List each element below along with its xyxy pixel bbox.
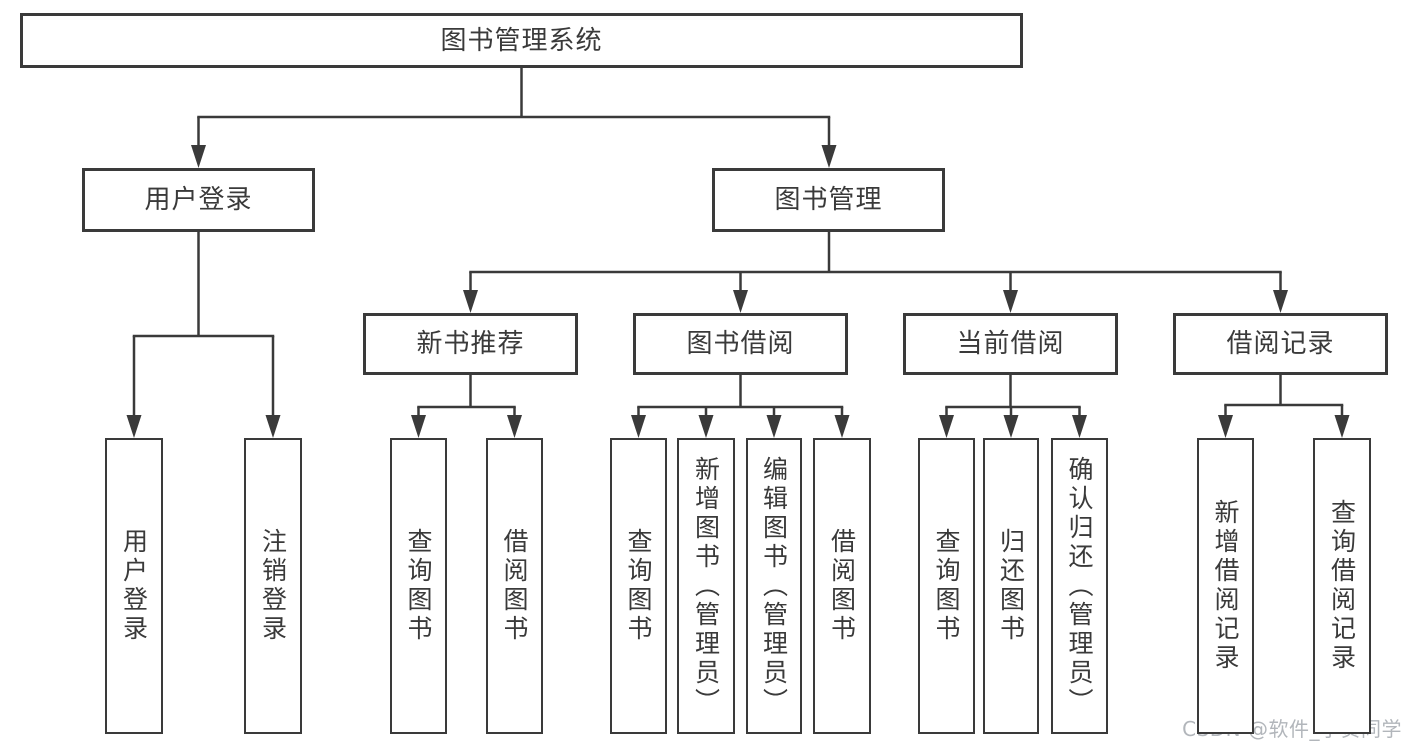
arrowhead-icon xyxy=(766,415,782,438)
connector-new-book-rec-children xyxy=(411,375,522,438)
node-cb-return-book: 归还图书 xyxy=(983,438,1039,734)
node-br-add-record: 新增借阅记录 xyxy=(1197,438,1254,734)
arrowhead-icon xyxy=(821,145,837,168)
node-cb-query-book: 查询图书 xyxy=(918,438,975,734)
arrowhead-icon xyxy=(126,415,142,438)
node-cb-confirm-ret: 确认归还（管理员） xyxy=(1051,438,1108,734)
arrowhead-icon xyxy=(1218,415,1233,438)
arrowhead-icon xyxy=(1334,415,1350,438)
node-bb-borrow-book: 借阅图书 xyxy=(813,438,871,734)
node-root: 图书管理系统 xyxy=(20,13,1023,68)
node-new-book-rec: 新书推荐 xyxy=(363,313,578,375)
arrowhead-icon xyxy=(191,145,206,168)
arrowhead-icon xyxy=(939,415,954,438)
connector-root-to-level2 xyxy=(191,68,837,168)
node-book-borrow: 图书借阅 xyxy=(633,313,848,375)
connector-user-login-children xyxy=(126,232,281,438)
connector-book-borrow-children xyxy=(631,375,850,438)
node-book-mgmt: 图书管理 xyxy=(712,168,945,232)
node-do-logout: 注销登录 xyxy=(244,438,302,734)
node-bb-edit-book: 编辑图书（管理员） xyxy=(746,438,802,734)
connector-current-borrow-children xyxy=(939,375,1087,438)
arrowhead-icon xyxy=(411,415,426,438)
node-bb-add-book: 新增图书（管理员） xyxy=(677,438,735,734)
arrowhead-icon xyxy=(1003,290,1018,313)
arrowhead-icon xyxy=(1273,290,1288,313)
arrowhead-icon xyxy=(507,415,522,438)
node-do-login: 用户登录 xyxy=(105,438,163,734)
arrowhead-icon xyxy=(631,415,646,438)
node-bb-query-book: 查询图书 xyxy=(610,438,667,734)
connector-borrow-records-children xyxy=(1218,375,1350,438)
node-rec-borrow-book: 借阅图书 xyxy=(486,438,543,734)
arrowhead-icon xyxy=(733,290,748,313)
arrowhead-icon xyxy=(463,290,478,313)
node-borrow-records: 借阅记录 xyxy=(1173,313,1388,375)
node-user-login: 用户登录 xyxy=(82,168,315,232)
arrowhead-icon xyxy=(834,415,850,438)
arrowhead-icon xyxy=(265,415,281,438)
arrowhead-icon xyxy=(1003,415,1019,438)
node-br-query-record: 查询借阅记录 xyxy=(1313,438,1371,734)
node-rec-query-book: 查询图书 xyxy=(390,438,447,734)
node-current-borrow: 当前借阅 xyxy=(903,313,1118,375)
arrowhead-icon xyxy=(1072,415,1087,438)
arrowhead-icon xyxy=(698,415,714,438)
connector-book-mgmt-to-level3 xyxy=(463,232,1288,313)
